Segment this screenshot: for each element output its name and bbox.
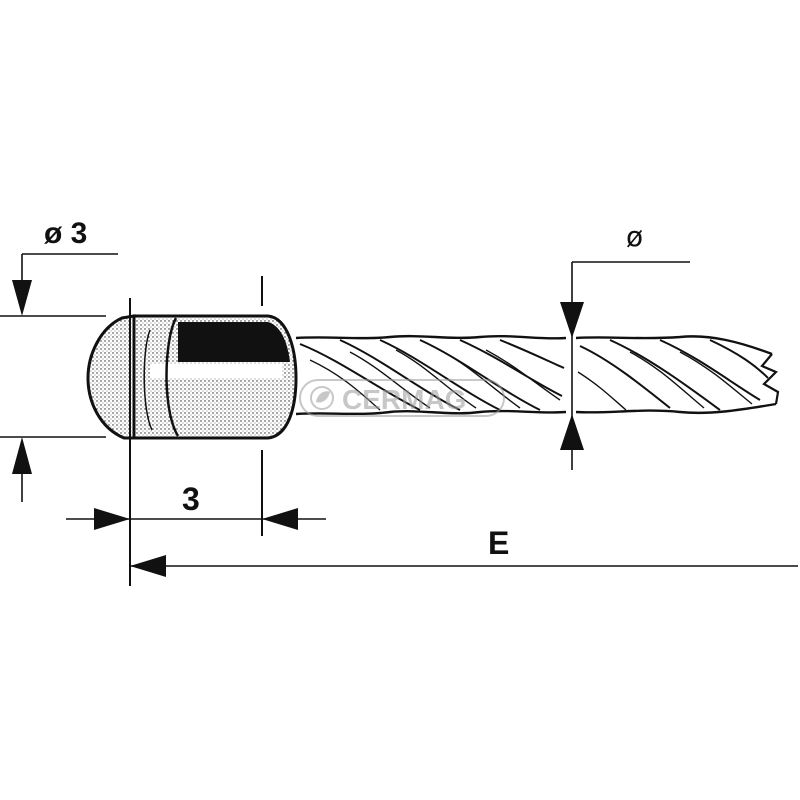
cable-strand: [395, 349, 477, 409]
nipple-highlight: [150, 364, 282, 378]
watermark-text: CERMAG: [342, 384, 466, 415]
cable-strand: [379, 339, 501, 411]
head-length-label: 3: [182, 481, 200, 517]
cable-diameter-arrow-top: [560, 302, 584, 338]
cable-diameter-dimension: [571, 261, 690, 470]
head-diameter-arrow-bottom: [12, 437, 32, 474]
cable-strand: [499, 339, 565, 369]
cable-strand: [679, 351, 753, 405]
cable-outline-top: [295, 334, 567, 340]
watermark-leaf-icon: [316, 391, 330, 403]
cable-strand: [349, 351, 431, 409]
cable-outline-bottom: [295, 409, 567, 416]
cable-frayed-end: [760, 353, 780, 405]
cable-strand: [439, 349, 521, 409]
overall-length-arrow-left: [130, 555, 166, 577]
watermark-frame: [299, 379, 505, 417]
cable-strand: [339, 339, 461, 411]
nipple-shoulder: [165, 317, 180, 437]
head-diameter-arrow-top: [12, 280, 32, 316]
cable-strand: [485, 349, 561, 401]
cable-strand: [609, 339, 721, 411]
nipple-head: [86, 314, 298, 440]
nipple-dark-band: [178, 322, 290, 362]
steel-cable: [295, 334, 780, 416]
cable-strand: [629, 351, 705, 409]
cable-strand: [659, 339, 761, 401]
nipple-dome: [86, 314, 136, 440]
cable-strand: [459, 339, 563, 397]
cable-strand: [579, 345, 671, 409]
cable-strand: [577, 371, 627, 411]
cable-diameter-label: ø: [626, 220, 643, 253]
head-diameter-label: ø 3: [44, 217, 87, 250]
overall-length-label: E: [488, 525, 509, 561]
cable-strand: [419, 339, 541, 411]
nipple-shoulder-inner: [143, 329, 153, 431]
cable-strand: [299, 343, 421, 411]
head-length-arrow-left: [94, 508, 130, 530]
cable-diameter-arrow-bottom: [560, 414, 584, 450]
head-length-arrow-right: [262, 508, 298, 530]
cermag-watermark: CERMAG: [299, 379, 505, 417]
cable-strand: [709, 339, 769, 379]
watermark-logo-icon: [310, 386, 334, 410]
cable-outline-top-right: [575, 335, 773, 356]
cable-outline-bottom-right: [575, 402, 777, 415]
cable-strand: [309, 359, 381, 411]
